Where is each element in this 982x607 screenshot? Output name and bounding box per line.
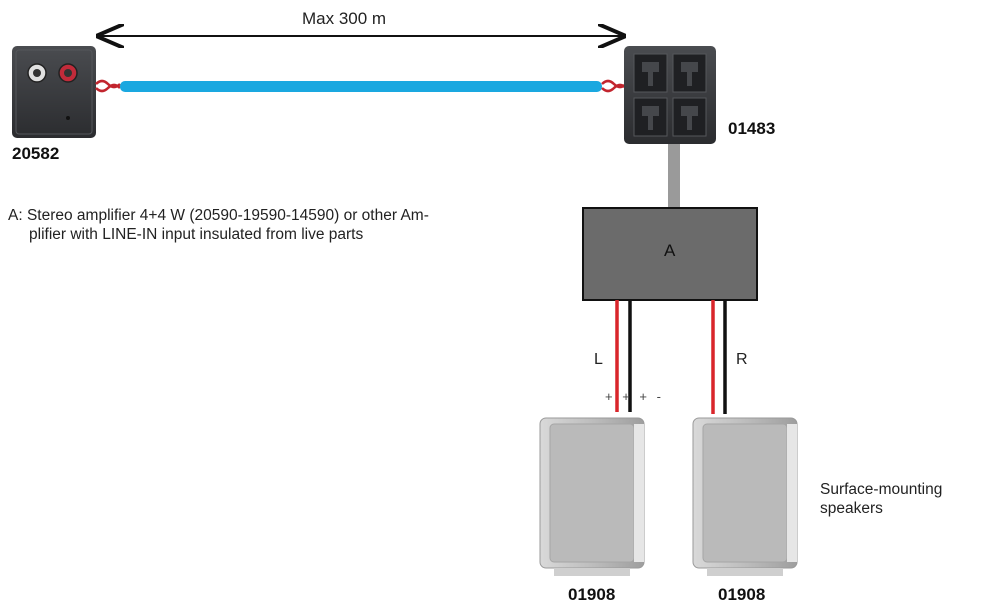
link-cable: [668, 144, 680, 208]
speaker-left-code: 01908: [568, 585, 616, 604]
receiver-device: [624, 46, 716, 144]
amplifier-box: [582, 207, 758, 301]
amplifier-note-line2: plifier with LINE-IN input insulated fro…: [29, 226, 364, 243]
cable: [120, 81, 602, 92]
speaker-right: [692, 417, 798, 576]
distance-label: Max 300 m: [302, 9, 387, 28]
speaker-left: [539, 417, 645, 576]
channel-left-label: L: [594, 351, 603, 368]
sender-code: 20582: [12, 144, 60, 163]
amplifier-letter: A: [664, 241, 676, 260]
sender-device: [12, 46, 96, 138]
channel-right-label: R: [736, 351, 748, 368]
speakers-note-line2: speakers: [820, 500, 883, 517]
amplifier-note-line1: A: Stereo amplifier 4+4 W (20590-19590-1…: [8, 207, 429, 224]
speakers-note-line1: Surface-mounting: [820, 481, 943, 498]
receiver-code: 01483: [728, 119, 776, 138]
speaker-right-code: 01908: [718, 585, 766, 604]
polarity-marks: + + + -: [605, 389, 664, 404]
